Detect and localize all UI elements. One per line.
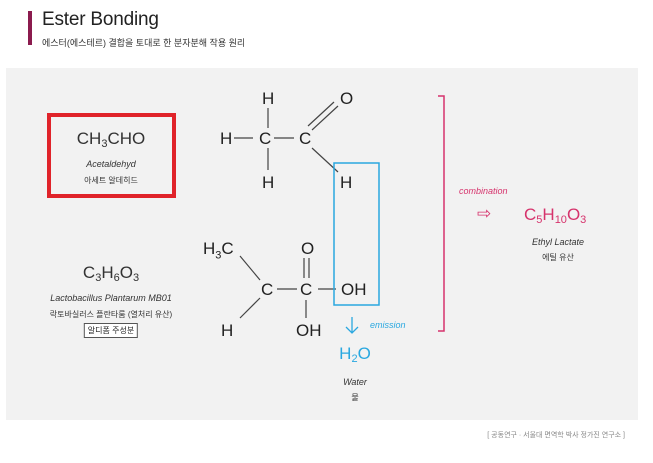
acetaldehyde-formula: CH3CHO <box>76 129 146 150</box>
bond-h-c1 <box>239 297 261 319</box>
atom-oh-bottom: OH <box>296 321 322 340</box>
page-subtitle: 에스터(에스테르) 결합을 토대로 한 분자분해 작용 원리 <box>42 38 246 48</box>
atom-o-top-bottom: O <box>301 239 315 258</box>
page-title: Ester Bonding <box>42 9 159 30</box>
combination-label: combination <box>459 186 508 196</box>
atom-c1: C <box>259 129 272 148</box>
emission-highlight-box <box>333 162 380 306</box>
diagram-panel <box>6 68 638 420</box>
atom-h-boxed: H <box>340 173 353 192</box>
atom-c1-bottom: C <box>261 280 274 299</box>
acetaldehyde-highlight-box <box>47 113 176 198</box>
water-name-en: Water <box>343 377 367 387</box>
acetaldehyde-name-en: Acetaldehyd <box>86 159 136 169</box>
atom-h-left: H <box>220 129 233 148</box>
ethyl-lactate-name-ko: 에틸 유산 <box>542 253 574 262</box>
ethyl-lactate-name-en: Ethyl Lactate <box>531 237 585 247</box>
water-formula: H2O <box>339 344 371 365</box>
atom-o-top: O <box>340 89 354 108</box>
lactic-badge: 알디폼 주성분 <box>83 323 139 338</box>
lactic-name-ko: 락토바실러스 플란타룸 (열처리 유산) <box>49 310 173 319</box>
bond-c2-o-1 <box>311 105 339 131</box>
emission-arrow-icon <box>345 317 359 334</box>
bond-h3c-c1 <box>239 255 261 281</box>
bond-c2-o-2 <box>307 101 335 127</box>
atom-c2-bottom: C <box>300 280 313 299</box>
combination-bracket <box>438 95 445 332</box>
combination-arrow-icon: ⇨ <box>477 204 492 223</box>
ethyl-lactate-formula: C5H10O3 <box>524 205 587 226</box>
title-accent-bar <box>28 11 32 45</box>
water-name-ko: 물 <box>351 393 359 402</box>
atom-h-left-bottom: H <box>221 321 234 340</box>
atom-c2: C <box>299 129 312 148</box>
atom-h-bottom: H <box>262 173 275 192</box>
acetaldehyde-name-ko: 아세트 알데히드 <box>84 176 138 185</box>
atom-h3c: H3C <box>203 239 234 262</box>
atom-oh-boxed: OH <box>341 280 367 299</box>
lactic-name-en: Lactobacillus Plantarum MB01 <box>50 293 172 303</box>
emission-label: emission <box>370 320 406 330</box>
atom-h-top: H <box>262 89 275 108</box>
lactic-formula: C3H6O3 <box>82 263 140 284</box>
footer-credit: [ 공동연구 · 서울대 면역학 박사 정가진 연구소 ] <box>487 432 625 439</box>
